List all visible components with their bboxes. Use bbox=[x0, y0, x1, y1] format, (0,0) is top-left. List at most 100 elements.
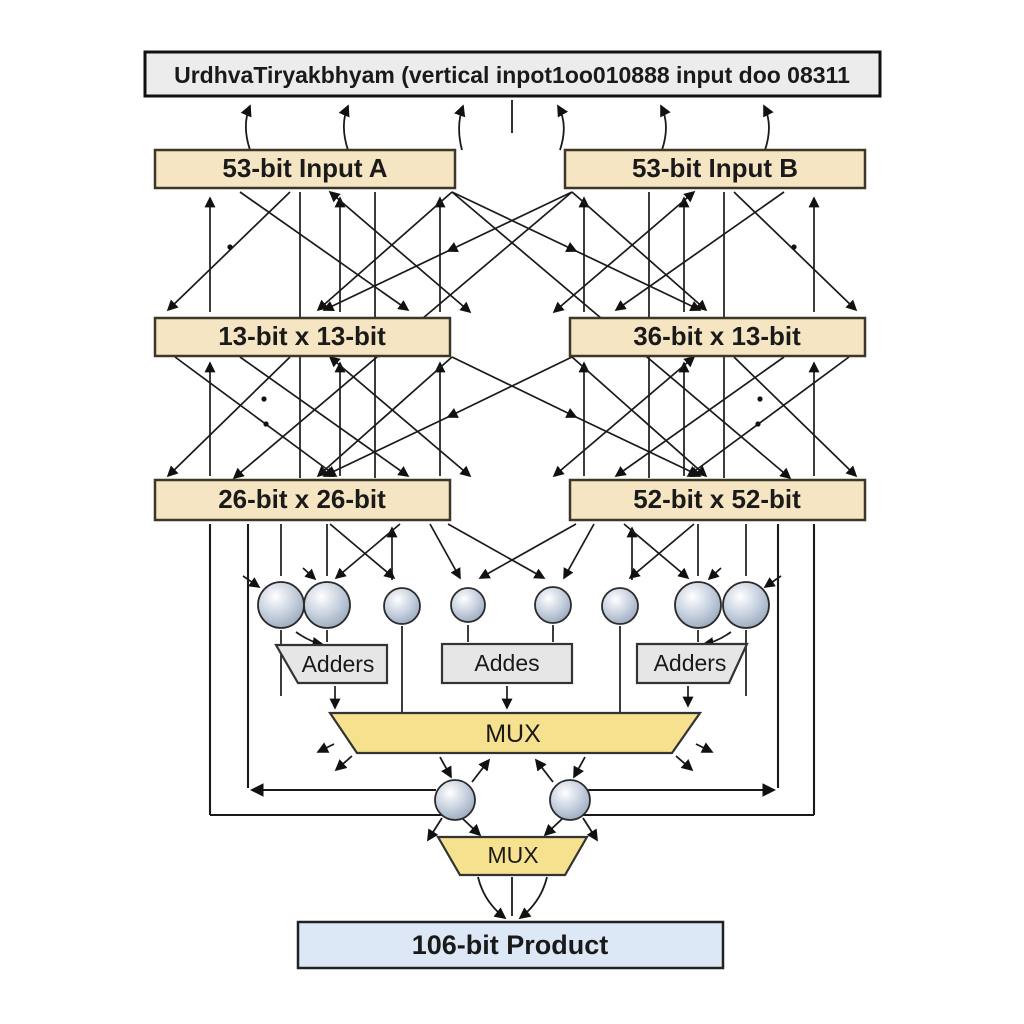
wire bbox=[329, 523, 396, 580]
wire bbox=[623, 523, 690, 580]
wire bbox=[334, 523, 401, 580]
wire bbox=[227, 244, 233, 250]
wire bbox=[166, 191, 291, 312]
wire bbox=[552, 355, 696, 478]
wire bbox=[557, 104, 569, 151]
wire bbox=[707, 567, 722, 581]
wires-nodes-to-adders bbox=[280, 625, 747, 712]
wires-band1 bbox=[166, 190, 858, 480]
mux-secondary-label: MUX bbox=[487, 842, 538, 868]
adder-node bbox=[303, 581, 351, 629]
wire bbox=[454, 104, 466, 151]
wire bbox=[518, 876, 548, 920]
wire bbox=[733, 191, 858, 312]
wire bbox=[316, 356, 453, 478]
wire bbox=[702, 631, 732, 649]
wire bbox=[571, 356, 708, 478]
wire bbox=[328, 190, 472, 314]
wire bbox=[582, 817, 598, 842]
wire bbox=[471, 758, 491, 783]
wire bbox=[695, 742, 714, 753]
stage1-left-box bbox=[153, 316, 452, 358]
stage1-left-label: 13-bit x 13-bit bbox=[218, 321, 386, 351]
wire bbox=[239, 191, 410, 311]
adders-left-shape bbox=[274, 643, 389, 685]
adder-node-final-left bbox=[434, 779, 476, 821]
mux-secondary-shape bbox=[436, 835, 589, 877]
input-a-label: 53-bit Input A bbox=[222, 153, 387, 183]
adder-node bbox=[450, 587, 486, 623]
wire bbox=[477, 876, 507, 920]
wire bbox=[660, 104, 671, 151]
stage2-left-box bbox=[153, 478, 452, 522]
wire bbox=[263, 421, 269, 427]
wire bbox=[447, 523, 546, 579]
adders-middle-shape bbox=[440, 642, 574, 685]
wire bbox=[242, 575, 261, 588]
stage1-right-box bbox=[568, 316, 867, 358]
input-b-box bbox=[563, 148, 867, 190]
wire bbox=[166, 356, 291, 478]
product-label: 106-bit Product bbox=[412, 930, 609, 960]
wire bbox=[316, 191, 453, 312]
adder-node bbox=[722, 581, 770, 629]
wire bbox=[552, 190, 696, 314]
wire bbox=[614, 356, 785, 477]
adder-node bbox=[257, 581, 305, 629]
wire bbox=[240, 104, 252, 151]
wire bbox=[686, 356, 850, 477]
wires-mux-stage bbox=[316, 742, 714, 920]
wire bbox=[614, 191, 785, 311]
wire bbox=[239, 356, 410, 477]
wire bbox=[427, 817, 443, 842]
adder-node bbox=[601, 587, 639, 625]
adder-node bbox=[383, 587, 421, 625]
wire bbox=[429, 523, 461, 580]
wire bbox=[543, 818, 563, 837]
stage2-right-box bbox=[568, 478, 867, 522]
adder-node bbox=[534, 586, 572, 624]
top-output-arrows bbox=[240, 100, 774, 151]
wire bbox=[573, 756, 586, 779]
feedback-rails bbox=[208, 524, 816, 817]
wire bbox=[328, 355, 472, 478]
mux-primary-label: MUX bbox=[485, 720, 541, 748]
wire bbox=[571, 191, 708, 312]
wire bbox=[628, 523, 695, 580]
wire bbox=[338, 104, 350, 151]
title-bar bbox=[143, 50, 882, 98]
wire bbox=[675, 755, 694, 772]
diagram-title: UrdhvaTiryakbhyam (vertical inpot1oo0108… bbox=[174, 62, 850, 88]
wire bbox=[791, 244, 797, 250]
wire bbox=[763, 104, 774, 151]
stage2-right-label: 52-bit x 52-bit bbox=[633, 484, 801, 514]
mux-primary-shape bbox=[327, 711, 703, 755]
adders-left-label: Adders bbox=[302, 651, 375, 677]
wire bbox=[302, 567, 317, 581]
adder-node-row bbox=[257, 581, 770, 629]
wires-band3 bbox=[242, 523, 782, 588]
wire bbox=[757, 396, 763, 402]
stray-dots bbox=[227, 244, 797, 427]
wire bbox=[478, 523, 577, 579]
stage1-right-label: 36-bit x 13-bit bbox=[633, 321, 801, 351]
adders-middle-label: Addes bbox=[474, 650, 539, 676]
stage2-left-label: 26-bit x 26-bit bbox=[218, 484, 386, 514]
product-box bbox=[296, 920, 725, 970]
wire bbox=[295, 631, 324, 648]
wire bbox=[733, 356, 858, 478]
adder-node-final-right bbox=[549, 779, 591, 821]
wire bbox=[174, 356, 338, 477]
adders-right-label: Adders bbox=[654, 650, 727, 676]
wire bbox=[755, 421, 761, 427]
adder-node bbox=[674, 581, 722, 629]
wire bbox=[316, 742, 335, 753]
wires-band2 bbox=[166, 355, 858, 478]
input-b-label: 53-bit Input B bbox=[632, 153, 798, 183]
wire bbox=[439, 756, 452, 779]
input-a-box bbox=[153, 148, 457, 190]
wire bbox=[462, 818, 482, 837]
wire bbox=[563, 523, 595, 580]
adders-right-shape bbox=[635, 642, 749, 685]
